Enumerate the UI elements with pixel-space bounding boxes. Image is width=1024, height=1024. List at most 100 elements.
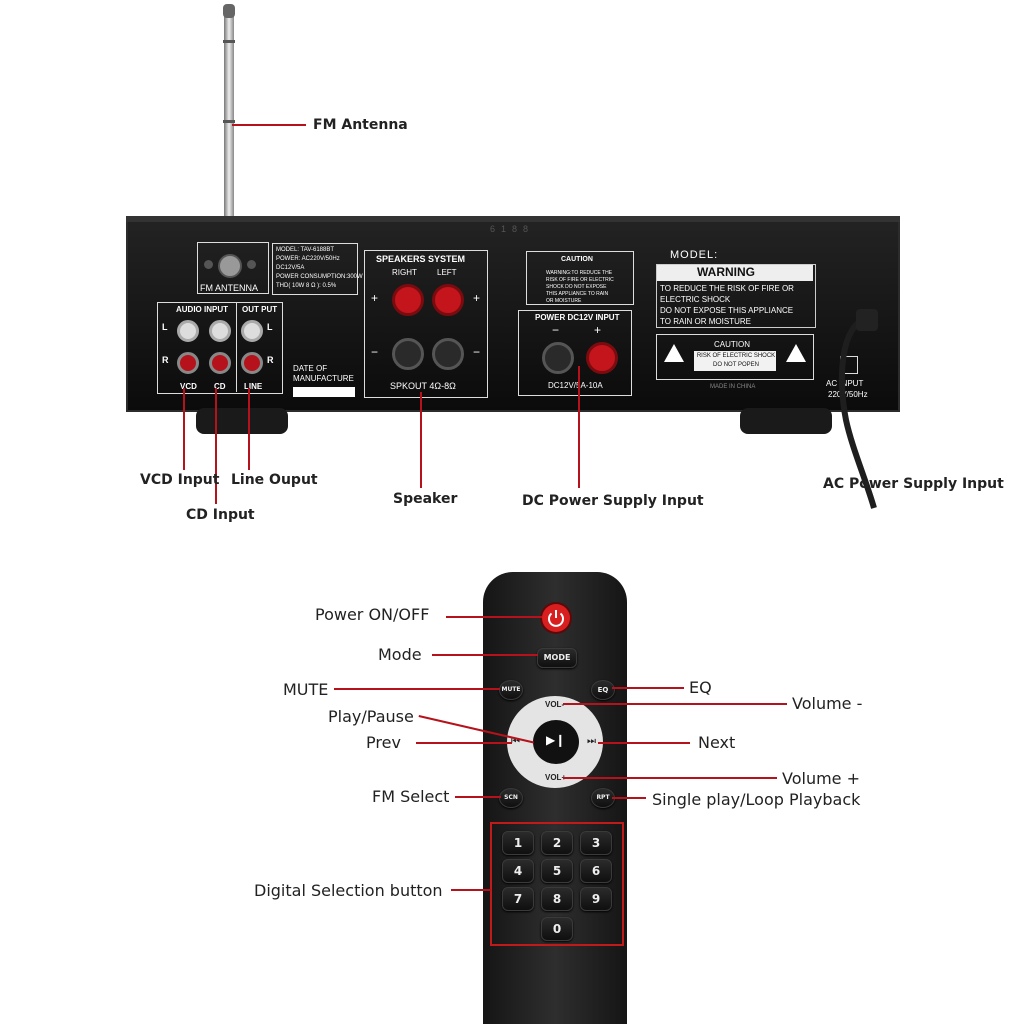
- dc-rating: DC12V/5A-10A: [548, 381, 603, 390]
- digit-button-1[interactable]: 1: [502, 831, 534, 855]
- speaker-terminal-right-pos: [392, 284, 424, 316]
- model-info-line: POWER CONSUMPTION:300W: [276, 274, 363, 280]
- digit-button-3[interactable]: 3: [580, 831, 612, 855]
- jack-r-label-out: R: [267, 355, 274, 365]
- warning-triangle-icon: [786, 344, 806, 362]
- speaker-label: Speaker: [393, 491, 458, 507]
- mode-label: Mode: [378, 645, 422, 664]
- single-loop-label: Single play/Loop Playback: [652, 790, 861, 809]
- mute-button[interactable]: MUTE: [499, 680, 523, 700]
- model-info-box: [272, 243, 358, 295]
- scn-button[interactable]: SCN: [499, 788, 523, 808]
- dc-input-box: [518, 310, 632, 396]
- amplifier-foot: [196, 408, 288, 434]
- mute-label: MUTE: [283, 680, 329, 699]
- warning-lines: TO REDUCE THE RISK OF FIRE OR ELECTRIC S…: [660, 283, 794, 327]
- callout-line-line: [248, 388, 250, 470]
- caution2-box: [656, 334, 814, 380]
- next-label: Next: [698, 733, 736, 752]
- power-icon: [548, 610, 564, 627]
- callout-line-mode: [432, 654, 538, 656]
- callout-line-cd: [215, 388, 217, 504]
- digit-pad-frame: [490, 822, 624, 946]
- digit-button-0[interactable]: 0: [541, 917, 573, 941]
- plus-sign: +: [473, 291, 481, 305]
- model-info-line: POWER: AC220V/50Hz: [276, 256, 340, 262]
- prev-button[interactable]: ⏮: [511, 736, 520, 747]
- antenna-rod: [224, 10, 234, 260]
- rca-jack-line-l: [241, 320, 263, 342]
- vcd-input-label: VCD Input: [140, 472, 220, 488]
- warning-triangle-icon: [664, 344, 684, 362]
- minus-sign: −: [552, 323, 560, 337]
- speaker-terminal-right-neg: [392, 338, 424, 370]
- callout-line-digital: [451, 889, 491, 891]
- play-pause-button[interactable]: [533, 720, 579, 764]
- callout-line-vol-minus: [563, 703, 787, 705]
- antenna-connector: [218, 254, 242, 278]
- rca-jack-cd-r: [209, 352, 231, 374]
- warning-box: [656, 264, 816, 328]
- model-info-line: DC12V/5A: [276, 265, 305, 271]
- speakers-system-label: SPEAKERS SYSTEM: [376, 254, 466, 264]
- line-panel-label: LINE: [244, 382, 263, 391]
- jack-l-label-out: L: [267, 322, 273, 332]
- digit-button-9[interactable]: 9: [580, 887, 612, 911]
- fm-antenna-panel-label: FM ANTENNA: [200, 283, 259, 293]
- callout-line-mute: [334, 688, 500, 690]
- warning-label: WARNING: [697, 265, 755, 279]
- antenna-segment: [223, 40, 235, 43]
- jack-l-label: L: [162, 322, 168, 332]
- rca-jack-cd-l: [209, 320, 231, 342]
- fm-antenna-box: [197, 242, 269, 294]
- rca-jack-vcd-l: [177, 320, 199, 342]
- callout-line-dc: [578, 366, 580, 488]
- next-button[interactable]: ⏭: [587, 736, 596, 747]
- vol-minus-button[interactable]: VOL-: [545, 700, 565, 709]
- power-label: Power ON/OFF: [315, 605, 430, 624]
- digit-button-7[interactable]: 7: [502, 887, 534, 911]
- antenna-segment: [223, 120, 235, 123]
- plus-sign: +: [594, 323, 602, 337]
- digit-button-2[interactable]: 2: [541, 831, 573, 855]
- caution-label: CAUTION: [561, 256, 593, 263]
- output-divider: [236, 302, 237, 392]
- caution2-label: CAUTION: [714, 340, 750, 349]
- dc-terminal-pos: [586, 342, 618, 374]
- model-info-line: MODEL: TAV-6188BT: [276, 247, 335, 253]
- digital-selection-label: Digital Selection button: [254, 881, 443, 900]
- digit-button-6[interactable]: 6: [580, 859, 612, 883]
- warning-line: TO REDUCE THE RISK OF FIRE OR: [660, 284, 794, 293]
- digit-button-5[interactable]: 5: [541, 859, 573, 883]
- date-box: [293, 387, 355, 397]
- audio-io-box: [157, 302, 283, 394]
- fm-antenna-label: FM Antenna: [313, 117, 408, 133]
- fm-select-label: FM Select: [372, 787, 450, 806]
- digit-button-4[interactable]: 4: [502, 859, 534, 883]
- speaker-terminal-left-neg: [432, 338, 464, 370]
- digit-button-8[interactable]: 8: [541, 887, 573, 911]
- ac-rating: 220V/50Hz: [828, 390, 868, 399]
- ac-icon: [840, 356, 858, 374]
- prev-label: Prev: [366, 733, 401, 752]
- vcd-panel-label: VCD: [180, 382, 197, 391]
- caution2-plate: [694, 351, 776, 371]
- right-label: RIGHT: [392, 268, 417, 277]
- dc-terminal-neg: [542, 342, 574, 374]
- made-in-label: MADE IN CHINA: [710, 384, 756, 390]
- volume-plus-label: Volume +: [782, 769, 860, 788]
- antenna-screw: [204, 260, 213, 269]
- dc-power-label: DC Power Supply Input: [522, 493, 704, 509]
- callout-line-vcd: [183, 388, 185, 470]
- antenna-screw: [247, 260, 256, 269]
- warning-header: [657, 265, 813, 281]
- eq-button[interactable]: EQ: [591, 680, 615, 700]
- warning-line: ELECTRIC SHOCK: [660, 295, 731, 304]
- line-output-label: Line Ouput: [231, 472, 318, 488]
- caution-box: [526, 251, 634, 305]
- power-dc-label: POWER DC12V INPUT: [535, 313, 620, 322]
- vol-plus-button[interactable]: VOL+: [545, 773, 567, 782]
- mode-button[interactable]: MODE: [537, 648, 577, 668]
- speaker-terminal-left-pos: [432, 284, 464, 316]
- spkout-label: SPKOUT 4Ω-8Ω: [390, 381, 456, 391]
